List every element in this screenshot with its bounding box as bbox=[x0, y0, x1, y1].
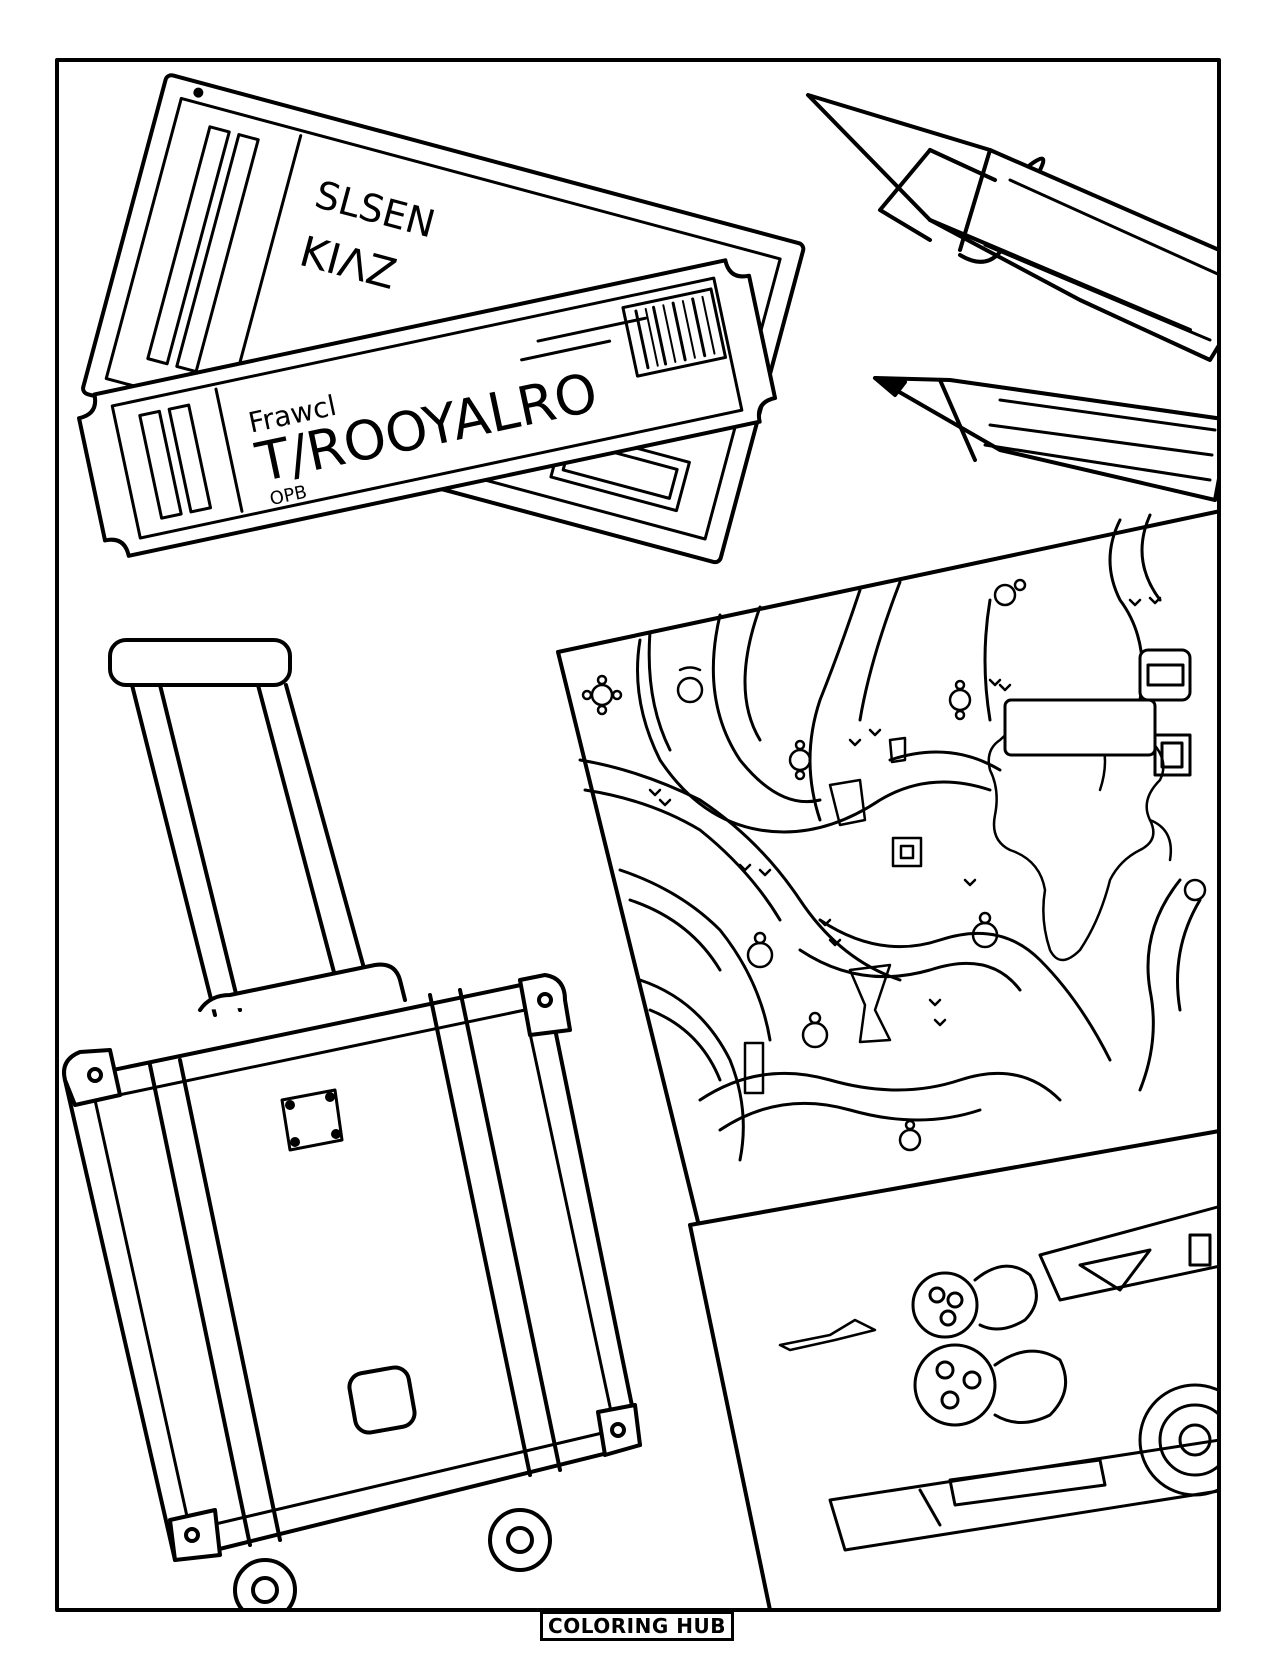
panel-figures bbox=[911, 1264, 1068, 1427]
map-roads bbox=[578, 513, 1202, 1162]
brand-label: COLORING HUB bbox=[540, 1611, 734, 1641]
map-decor bbox=[581, 578, 1207, 1152]
pencil-small bbox=[873, 376, 1219, 502]
bottom-panel bbox=[688, 1129, 1219, 1610]
map-cart bbox=[1003, 648, 1192, 777]
barcode bbox=[621, 287, 728, 378]
page-frame bbox=[55, 58, 1221, 1612]
pencil-large bbox=[806, 93, 1219, 362]
suitcase bbox=[62, 638, 642, 1610]
map bbox=[556, 509, 1219, 1232]
panel-tags bbox=[828, 1205, 1219, 1552]
